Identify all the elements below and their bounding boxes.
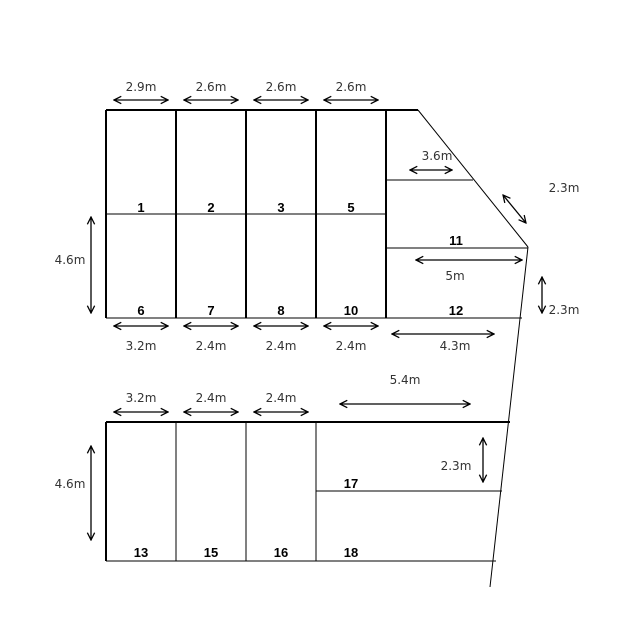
space-17-label: 17 bbox=[344, 476, 358, 491]
dim-upper-bottom-w3: 2.4m bbox=[266, 339, 297, 353]
space-numbers: 1 2 3 5 6 7 8 10 11 12 13 15 16 17 18 bbox=[134, 200, 463, 560]
upper-block bbox=[105, 109, 529, 588]
dim-lower-right-w: 5.4m bbox=[390, 373, 421, 387]
dim-diag-len: 2.3m bbox=[549, 181, 580, 195]
dim-upper-depth: 4.6m bbox=[55, 253, 86, 267]
dim-lower-right-h: 2.3m bbox=[441, 459, 472, 473]
lower-block bbox=[105, 421, 510, 562]
space-6-label: 6 bbox=[137, 303, 144, 318]
dim-lower-top-w1: 3.2m bbox=[126, 391, 157, 405]
dimension-labels: 2.9m 2.6m 2.6m 2.6m 4.6m 3.2m 2.4m 2.4m … bbox=[55, 80, 580, 491]
dim-upper-bottom-w4: 2.4m bbox=[336, 339, 367, 353]
space-18-label: 18 bbox=[344, 545, 358, 560]
space-15-label: 15 bbox=[204, 545, 218, 560]
dimension-arrows bbox=[91, 100, 542, 540]
space-8-label: 8 bbox=[277, 303, 284, 318]
dim-right-top-w: 3.6m bbox=[422, 149, 453, 163]
dim-top-w4: 2.6m bbox=[336, 80, 367, 94]
dim-upper-bottom-w1: 3.2m bbox=[126, 339, 157, 353]
dim-upper-bottom-w2: 2.4m bbox=[196, 339, 227, 353]
space-3-label: 3 bbox=[277, 200, 284, 215]
dim-lower-depth: 4.6m bbox=[55, 477, 86, 491]
space-16-label: 16 bbox=[274, 545, 288, 560]
space-13-label: 13 bbox=[134, 545, 148, 560]
dim-top-w2: 2.6m bbox=[196, 80, 227, 94]
space-11-label: 11 bbox=[449, 233, 463, 248]
space-7-label: 7 bbox=[207, 303, 214, 318]
dim-lower-top-w2: 2.4m bbox=[196, 391, 227, 405]
space-2-label: 2 bbox=[207, 200, 214, 215]
dim-right-mid-w: 5m bbox=[445, 269, 464, 283]
space-5-label: 5 bbox=[347, 200, 354, 215]
dim-right-bottom-w: 4.3m bbox=[440, 339, 471, 353]
space-10-label: 10 bbox=[344, 303, 358, 318]
dim-top-w1: 2.9m bbox=[126, 80, 157, 94]
dim-right-vert: 2.3m bbox=[549, 303, 580, 317]
space-12-label: 12 bbox=[449, 303, 463, 318]
dim-top-w3: 2.6m bbox=[266, 80, 297, 94]
space-1-label: 1 bbox=[137, 200, 144, 215]
dim-lower-top-w3: 2.4m bbox=[266, 391, 297, 405]
